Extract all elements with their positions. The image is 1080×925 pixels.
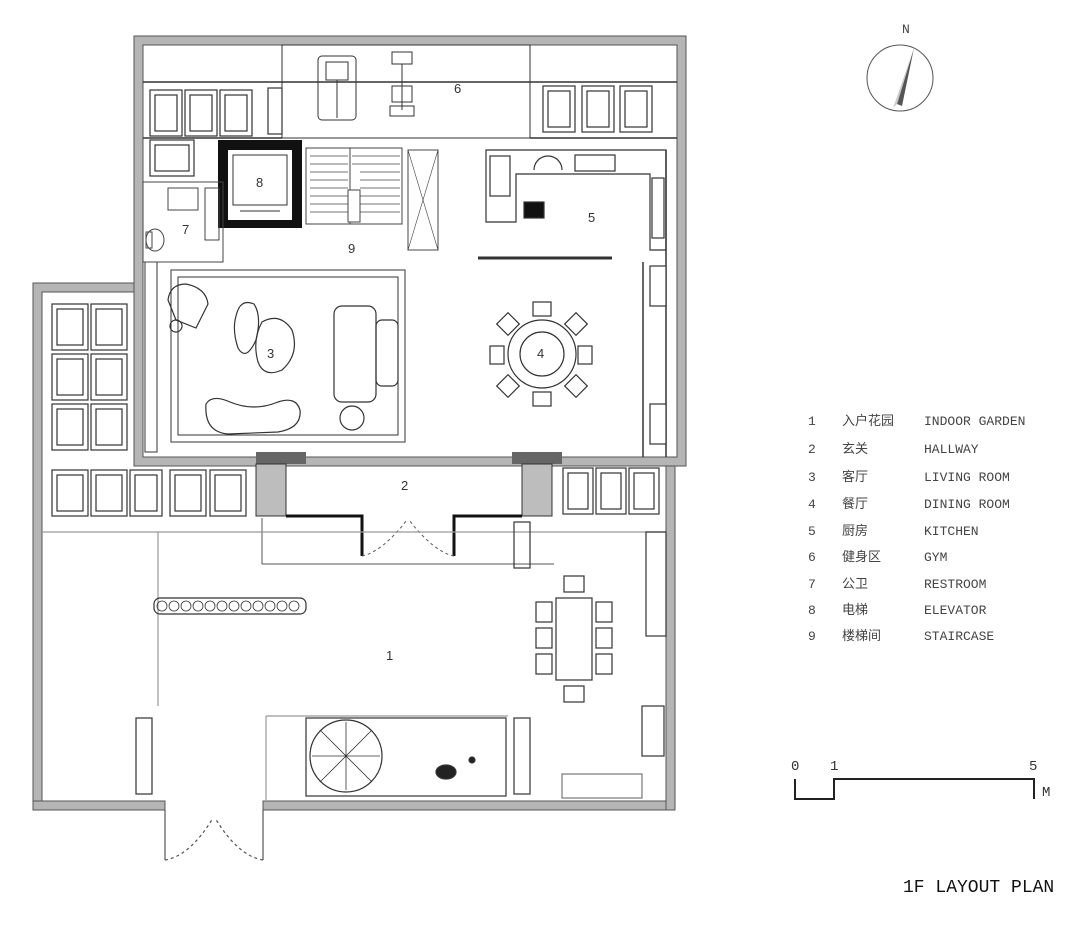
svg-text:入户花园: 入户花园: [842, 413, 894, 429]
svg-text:餐厅: 餐厅: [842, 496, 868, 512]
hallway-walls: [255, 452, 562, 565]
svg-text:4: 4: [808, 497, 816, 512]
legend-row: 7 公卫 RESTROOM: [808, 577, 986, 592]
scale-label-five: 5: [1029, 759, 1037, 775]
svg-text:HALLWAY: HALLWAY: [924, 442, 979, 457]
legend-row: 8 电梯 ELEVATOR: [808, 603, 987, 618]
svg-text:5: 5: [808, 524, 816, 539]
plan-label-6: 6: [454, 81, 461, 96]
svg-text:LIVING ROOM: LIVING ROOM: [924, 470, 1010, 485]
window-panes: [51, 85, 667, 517]
svg-text:8: 8: [808, 603, 816, 618]
scale-unit: M: [1042, 785, 1050, 801]
svg-text:DINING ROOM: DINING ROOM: [924, 497, 1010, 512]
plan-label-3: 3: [267, 346, 274, 361]
legend-row: 1 入户花园 INDOOR GARDEN: [808, 413, 1025, 429]
svg-text:6: 6: [808, 550, 816, 565]
svg-text:健身区: 健身区: [842, 549, 881, 565]
svg-text:ELEVATOR: ELEVATOR: [924, 603, 987, 618]
svg-text:7: 7: [808, 577, 816, 592]
svg-text:玄关: 玄关: [842, 442, 868, 457]
legend-row: 3 客厅 LIVING ROOM: [808, 469, 1010, 485]
dining-furniture: [489, 301, 593, 407]
legend-row: 2 玄关 HALLWAY: [808, 442, 979, 457]
gym-equipment: [317, 51, 415, 121]
exterior-walls: [32, 35, 687, 811]
plan-label-5: 5: [588, 210, 595, 225]
restroom-fixtures: [142, 181, 224, 263]
plan-room-labels: 1 2 3 4 5 6 7 8 9: [182, 81, 595, 663]
svg-text:客厅: 客厅: [842, 469, 868, 485]
kitchen-counters: [485, 149, 667, 251]
svg-text:楼梯间: 楼梯间: [842, 629, 881, 644]
svg-text:RESTROOM: RESTROOM: [924, 577, 986, 592]
legend-row: 4 餐厅 DINING ROOM: [808, 496, 1010, 512]
garden-furniture: [42, 521, 667, 861]
svg-text:2: 2: [808, 442, 816, 457]
scale-label-one: 1: [830, 759, 838, 775]
svg-text:GYM: GYM: [924, 550, 947, 565]
compass-north-label: N: [902, 22, 910, 37]
plan-label-4: 4: [537, 346, 544, 361]
plan-label-7: 7: [182, 222, 189, 237]
legend-row: 9 楼梯间 STAIRCASE: [808, 629, 994, 644]
staircase-block: [305, 147, 439, 251]
svg-text:厨房: 厨房: [842, 523, 868, 539]
svg-text:INDOOR GARDEN: INDOOR GARDEN: [924, 414, 1025, 429]
legend-row: 6 健身区 GYM: [808, 549, 947, 565]
plan-title: 1F LAYOUT PLAN: [903, 878, 1054, 898]
plan-label-8: 8: [256, 175, 263, 190]
plan-label-9: 9: [348, 241, 355, 256]
scale-bar: 0 1 5 M: [791, 759, 1050, 801]
elevator-block: [218, 140, 302, 228]
svg-text:3: 3: [808, 470, 816, 485]
living-furniture: [167, 283, 399, 435]
svg-text:电梯: 电梯: [842, 603, 868, 618]
svg-text:9: 9: [808, 629, 816, 644]
svg-text:公卫: 公卫: [842, 577, 868, 592]
plan-label-1: 1: [386, 648, 393, 663]
legend-row: 5 厨房 KITCHEN: [808, 523, 979, 539]
svg-text:STAIRCASE: STAIRCASE: [924, 629, 994, 644]
svg-text:1: 1: [808, 414, 816, 429]
north-compass: N: [866, 22, 934, 112]
scale-label-zero: 0: [791, 759, 799, 775]
room-legend: 1 入户花园 INDOOR GARDEN 2 玄关 HALLWAY 3 客厅 L…: [808, 413, 1025, 644]
plan-label-2: 2: [401, 478, 408, 493]
svg-text:KITCHEN: KITCHEN: [924, 524, 979, 539]
